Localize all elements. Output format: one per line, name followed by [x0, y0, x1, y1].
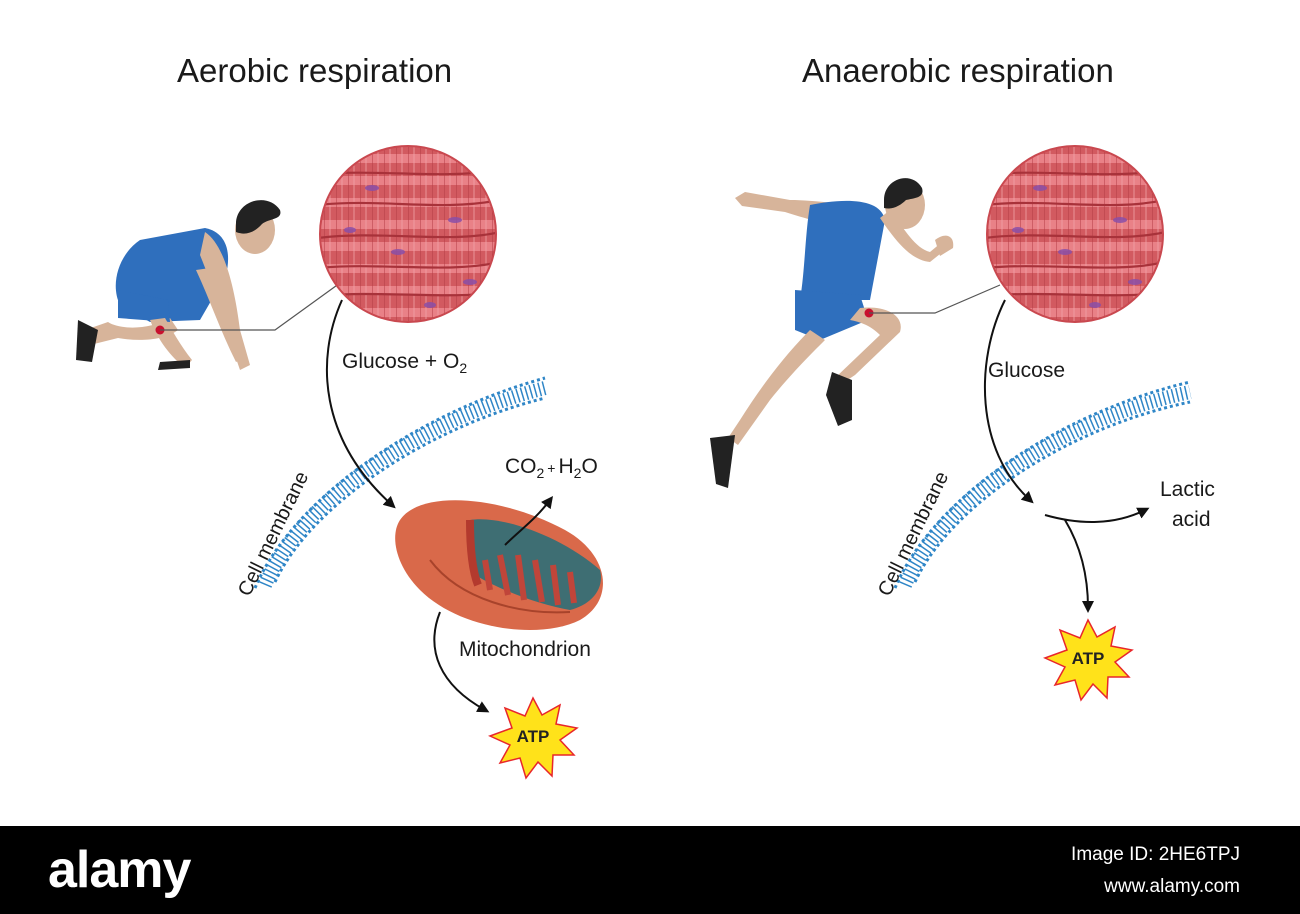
watermark-footer-bar: alamy Image ID: 2HE6TPJ www.alamy.com: [0, 826, 1300, 914]
muscle-tissue-magnified: [320, 146, 496, 322]
mitochondrion-label: Mitochondrion: [459, 638, 591, 661]
atp-label-left: ATP: [516, 727, 550, 746]
arrow-to-atp-right: [1064, 519, 1094, 613]
callout-line-right: [869, 284, 1001, 314]
muscle-tissue-magnified-right: [987, 146, 1163, 322]
arrow-to-lactic-acid: [1044, 507, 1150, 523]
atp-burst-left: [488, 696, 579, 780]
diagram-artwork: [76, 145, 1192, 780]
magnifier-ring: [319, 145, 497, 323]
arrow-to-co2-h2o: [504, 496, 554, 546]
image-id-text: Image ID: 2HE6TPJ: [1071, 844, 1240, 865]
glucose-label-right: Glucose: [988, 359, 1066, 382]
cell-membrane-left: [253, 376, 547, 589]
cell-membrane-right: [893, 380, 1192, 589]
co2-h2o-label: CO2+H2O: [505, 455, 598, 482]
arrow-glucose-to-mito: [325, 299, 396, 509]
arrow-glucose-in: [983, 299, 1034, 504]
anaerobic-title: Anaerobic respiration: [802, 52, 1114, 89]
lactic-acid-label-line1: Lactic: [1160, 478, 1215, 501]
glucose-oxygen-label: Glucose + O2: [342, 350, 468, 377]
sprinting-runner-figure: [710, 178, 954, 488]
lactic-acid-label-line2: acid: [1172, 508, 1211, 531]
aerobic-title: Aerobic respiration: [177, 52, 453, 89]
site-url-text: www.alamy.com: [1104, 876, 1240, 897]
mitochondrion-illustration: [395, 500, 603, 630]
crouching-runner-figure: [76, 200, 281, 370]
atp-label-right: ATP: [1071, 649, 1105, 668]
magnifier-ring-right: [986, 145, 1164, 323]
stock-logo: alamy: [48, 841, 191, 899]
callout-line: [160, 282, 341, 331]
atp-burst-right: [1043, 618, 1134, 702]
arrow-to-atp-left: [433, 611, 490, 713]
